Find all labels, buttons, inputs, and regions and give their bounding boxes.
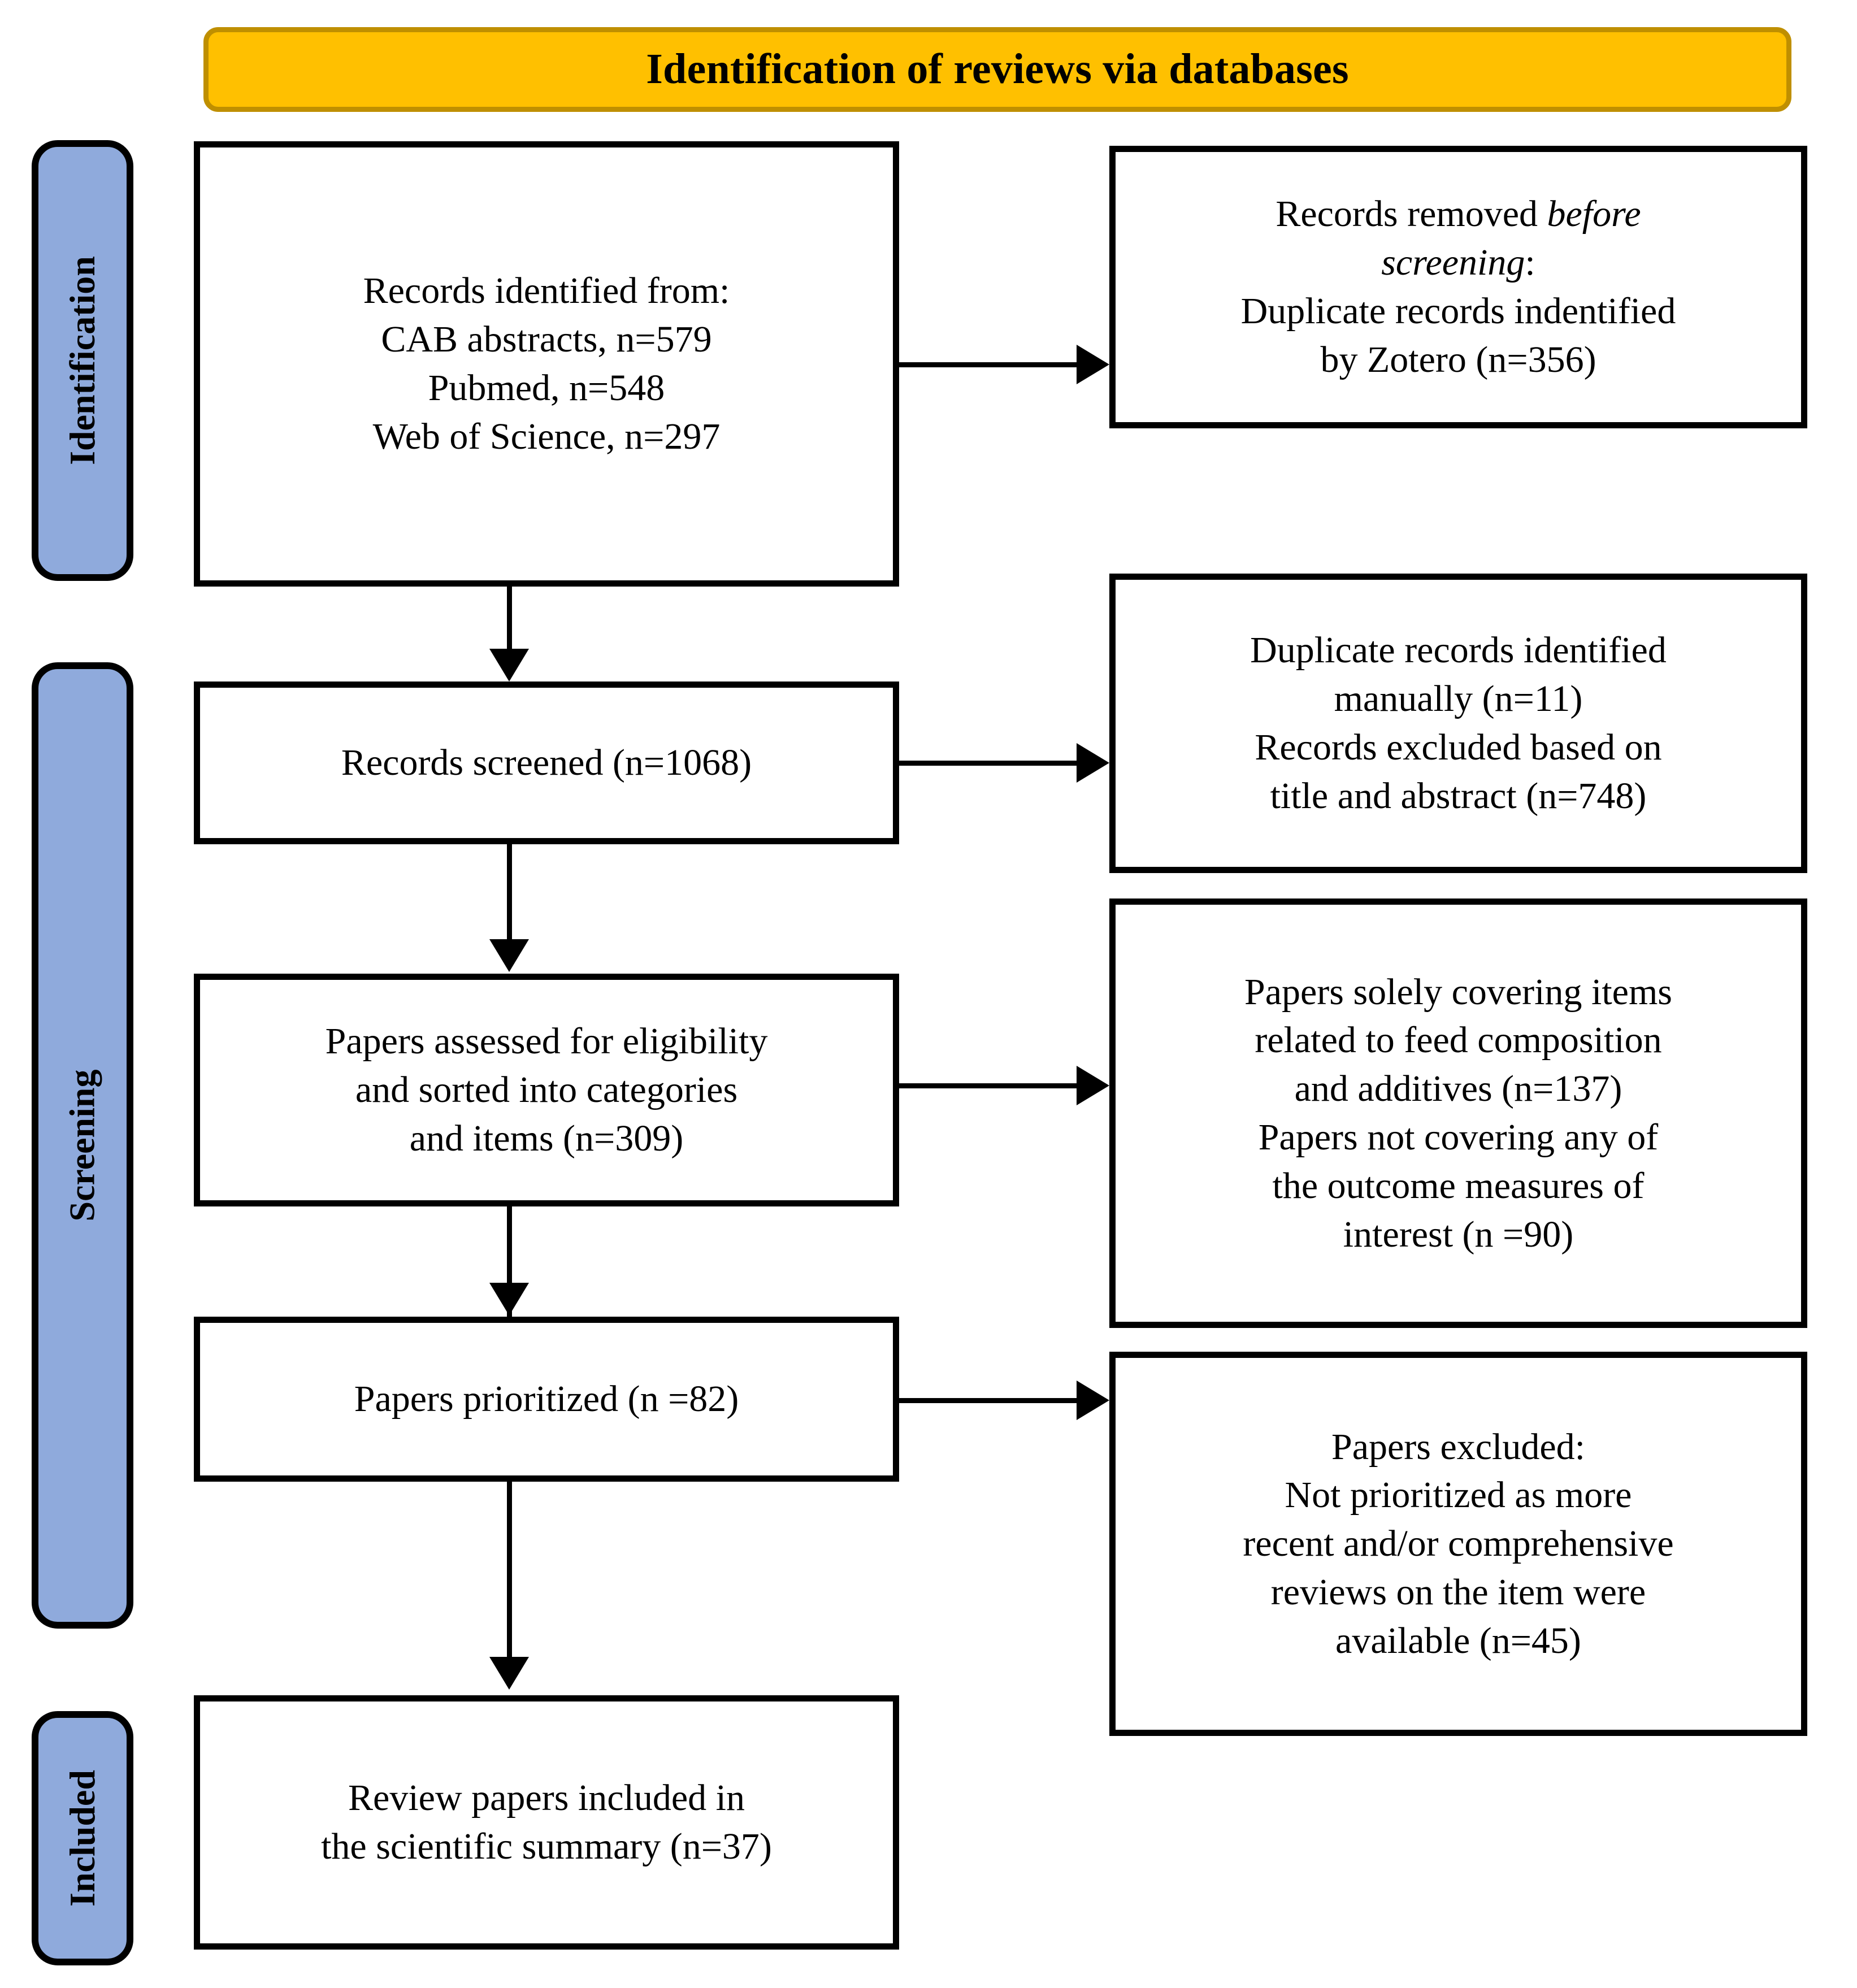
records-identified-line2: CAB abstracts, n=579 — [381, 319, 712, 361]
eligibility-line1: Papers assessed for eligibility — [325, 1021, 768, 1062]
connector-identified-to-screened — [507, 587, 512, 653]
dupmanual-line4: title and abstract (n=748) — [1270, 775, 1647, 817]
connector-identified-to-removed — [899, 362, 1080, 367]
phase-rail-screening: Screening — [32, 662, 133, 1629]
node-review-papers-included-text: Review papers included in the scientific… — [321, 1774, 772, 1871]
node-records-identified-text: Records identified from: CAB abstracts, … — [363, 267, 730, 461]
connector-eligibility-to-prioritized — [507, 1206, 512, 1321]
feedcomp-line2: related to feed composition — [1255, 1019, 1662, 1061]
arrowhead-screened-to-eligibility — [489, 939, 529, 972]
removed-line4: by Zotero (n=356) — [1320, 338, 1596, 380]
arrowhead-identified-to-screened — [489, 649, 529, 682]
node-papers-assessed-eligibility-text: Papers assessed for eligibility and sort… — [326, 1017, 768, 1162]
feedcomp-line3: and additives (n=137) — [1294, 1068, 1622, 1110]
included-line2: the scientific summary (n=37) — [321, 1826, 772, 1867]
arrowhead-eligibility-to-prioritized — [489, 1283, 529, 1316]
node-records-removed-before-screening: Records removed before screening: Duplic… — [1109, 146, 1807, 428]
node-duplicates-identified-manually-text: Duplicate records identified manually (n… — [1250, 626, 1667, 820]
node-records-removed-text: Records removed before screening: Duplic… — [1241, 190, 1676, 384]
feedcomp-line4: Papers not covering any of — [1258, 1117, 1659, 1158]
records-identified-line4: Web of Science, n=297 — [372, 415, 721, 457]
connector-screened-to-eligibility — [507, 844, 512, 943]
dupmanual-line1: Duplicate records identified — [1250, 630, 1667, 671]
removed-line1-italic: before — [1547, 193, 1641, 235]
arrowhead-prioritized-to-excluded — [1077, 1381, 1109, 1420]
removed-line3: Duplicate records indentified — [1240, 290, 1676, 332]
dupmanual-line3: Records excluded based on — [1255, 727, 1662, 768]
node-papers-prioritized-text: Papers prioritized (n =82) — [354, 1375, 739, 1423]
phase-label-identification: Identification — [62, 256, 102, 465]
feedcomp-line5: the outcome measures of — [1272, 1165, 1645, 1206]
excluded-line3: recent and/or comprehensive — [1243, 1523, 1674, 1565]
eligibility-line3: and items (n=309) — [409, 1117, 684, 1159]
arrowhead-identified-to-removed — [1077, 345, 1109, 384]
node-papers-assessed-eligibility: Papers assessed for eligibility and sort… — [194, 974, 899, 1206]
excluded-line5: available (n=45) — [1335, 1620, 1581, 1661]
removed-line2-plain: : — [1525, 242, 1535, 284]
arrowhead-screened-to-duplicates — [1077, 743, 1109, 783]
node-papers-prioritized: Papers prioritized (n =82) — [194, 1317, 899, 1482]
connector-screened-to-duplicates — [899, 761, 1080, 766]
node-records-identified: Records identified from: CAB abstracts, … — [194, 141, 899, 587]
node-review-papers-included: Review papers included in the scientific… — [194, 1695, 899, 1950]
eligibility-line2: and sorted into categories — [355, 1069, 738, 1111]
node-papers-excluded-not-prioritized: Papers excluded: Not prioritized as more… — [1109, 1352, 1807, 1736]
node-records-screened: Records screened (n=1068) — [194, 682, 899, 844]
connector-eligibility-to-feedcomp — [899, 1083, 1080, 1088]
feedcomp-line1: Papers solely covering items — [1244, 971, 1672, 1013]
phase-label-included: Included — [62, 1770, 102, 1907]
feedcomp-line6: interest (n =90) — [1343, 1213, 1574, 1255]
diagram-banner: Identification of reviews via databases — [203, 27, 1791, 112]
included-line1: Review papers included in — [348, 1777, 745, 1819]
records-identified-line3: Pubmed, n=548 — [428, 367, 665, 409]
excluded-line1: Papers excluded: — [1331, 1426, 1585, 1468]
node-records-screened-text: Records screened (n=1068) — [341, 739, 752, 787]
removed-line1-plain: Records removed — [1275, 193, 1547, 235]
phase-label-screening: Screening — [62, 1069, 102, 1222]
removed-line2-italic: screening — [1381, 242, 1525, 284]
dupmanual-line2: manually (n=11) — [1334, 678, 1583, 720]
phase-rail-included: Included — [32, 1711, 133, 1965]
connector-prioritized-to-excluded — [899, 1398, 1080, 1403]
excluded-line4: reviews on the item were — [1270, 1571, 1646, 1613]
excluded-line2: Not prioritized as more — [1285, 1474, 1632, 1516]
node-papers-feed-composition-excluded-text: Papers solely covering items related to … — [1244, 968, 1672, 1259]
connector-prioritized-to-included — [507, 1482, 512, 1661]
arrowhead-prioritized-to-included — [489, 1657, 529, 1690]
arrowhead-eligibility-to-feedcomp — [1077, 1066, 1109, 1105]
records-identified-line1: Records identified from: — [363, 270, 730, 312]
node-duplicates-identified-manually: Duplicate records identified manually (n… — [1109, 574, 1807, 873]
banner-title: Identification of reviews via databases — [646, 45, 1349, 93]
phase-rail-identification: Identification — [32, 140, 133, 581]
node-papers-feed-composition-excluded: Papers solely covering items related to … — [1109, 898, 1807, 1328]
node-papers-excluded-not-prioritized-text: Papers excluded: Not prioritized as more… — [1243, 1423, 1673, 1665]
prioritized-line1: Papers prioritized (n =82) — [354, 1378, 739, 1420]
records-screened-line1: Records screened (n=1068) — [341, 742, 752, 784]
